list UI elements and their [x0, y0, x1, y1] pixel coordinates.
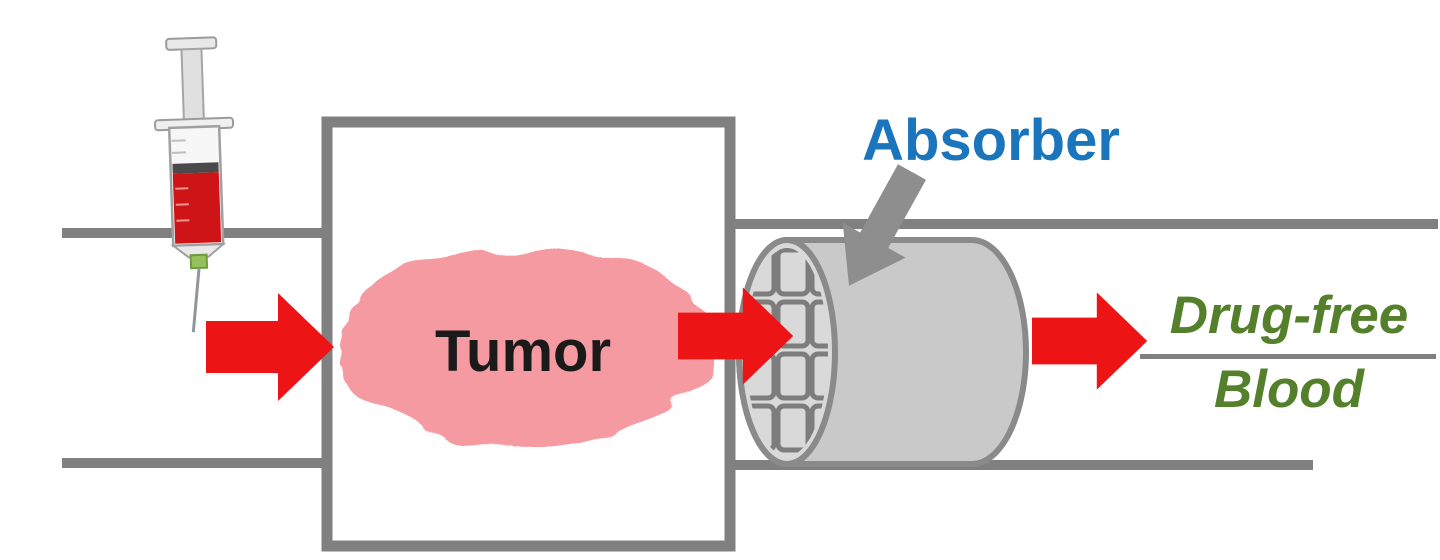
filter-cell	[775, 248, 811, 297]
tumor-label: Tumor	[435, 319, 611, 384]
vessel-wall-bottom-right	[728, 460, 1313, 470]
vessel-wall-bottom-left	[62, 458, 330, 468]
syringe-needle-hub	[189, 253, 209, 270]
flow-arrow-icon	[206, 293, 334, 401]
flow-arrow-icon	[1032, 292, 1148, 390]
flow-arrow-icon	[678, 287, 794, 385]
filter-cell	[775, 351, 811, 401]
syringe-needle	[191, 267, 201, 333]
syringe-plunger-rod	[180, 47, 205, 123]
syringe-plunger-cap	[165, 36, 218, 51]
absorber-cylinder	[736, 237, 1029, 467]
syringe-plunger-seal	[172, 162, 219, 174]
filter-cell	[775, 403, 811, 453]
pointer-arrow-icon	[842, 164, 926, 286]
syringe-drug-liquid	[172, 172, 222, 244]
flow-arrows	[206, 287, 1148, 401]
drug-free-blood-label-line2: Blood	[1214, 360, 1366, 419]
vessel-outflow-line	[1140, 354, 1436, 359]
absorber-label: Absorber	[862, 108, 1120, 173]
drug-free-blood-label-line1: Drug-free	[1170, 286, 1409, 345]
tumor-blob	[339, 249, 715, 445]
syringe-icon	[153, 36, 235, 333]
vessel-wall-top-right	[728, 219, 1438, 229]
syringe-taper	[170, 242, 227, 259]
